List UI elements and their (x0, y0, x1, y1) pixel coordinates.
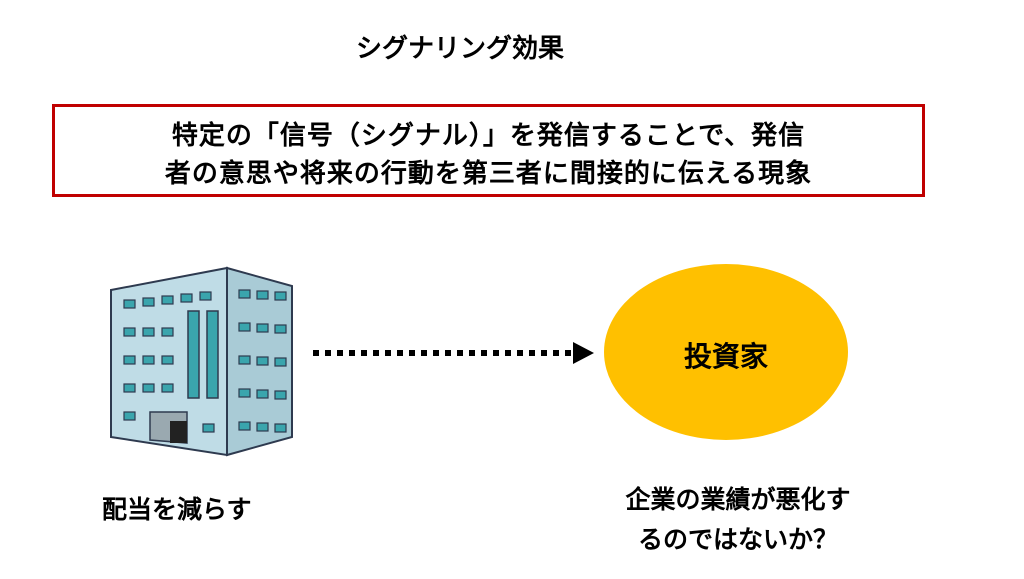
definition-line-1: 特定の「信号（シグナル）」を発信することで、発信 (171, 121, 806, 151)
window (256, 389, 269, 399)
definition-line-2: 者の意思や将来の行動を第三者に間接的に伝える現象 (164, 159, 813, 189)
window (238, 421, 251, 431)
window (123, 299, 136, 309)
window (123, 383, 136, 393)
window (142, 327, 155, 337)
window (142, 297, 155, 307)
window (256, 323, 269, 333)
concern-line-1: 企業の業績が悪化す (625, 485, 851, 514)
window (199, 291, 212, 301)
investor-ellipse (604, 264, 848, 440)
window (161, 355, 174, 365)
window (256, 422, 269, 432)
window (161, 295, 174, 305)
diagram-title: シグナリング効果 (355, 34, 564, 64)
window (142, 383, 155, 393)
window (123, 355, 136, 365)
window (274, 423, 287, 433)
action-label: 配当を減らす (102, 495, 252, 524)
window (123, 327, 136, 337)
window (142, 355, 155, 365)
window (274, 324, 287, 334)
window (180, 293, 193, 303)
investor-label: 投資家 (683, 340, 768, 373)
concern-line-2: るのではないか？ (637, 525, 838, 554)
window (274, 390, 287, 400)
window (274, 291, 287, 301)
building-icon (110, 266, 293, 457)
window (238, 289, 251, 299)
window (256, 356, 269, 366)
window (161, 327, 174, 337)
window (256, 290, 269, 300)
definition-box: 特定の「信号（シグナル）」を発信することで、発信 者の意思や将来の行動を第三者に… (52, 104, 925, 197)
window (238, 388, 251, 398)
window (238, 355, 251, 365)
window (123, 411, 136, 421)
window (238, 322, 251, 332)
window (161, 383, 174, 393)
window (274, 357, 287, 367)
signal-arrow (313, 342, 594, 364)
window (202, 423, 215, 433)
